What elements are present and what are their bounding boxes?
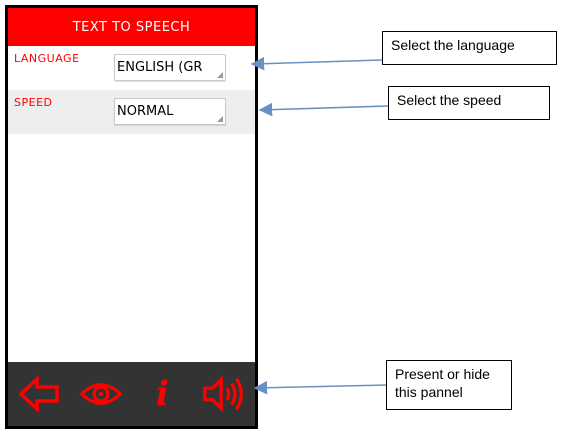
dropdown-corner-icon — [217, 72, 223, 78]
back-arrow-icon[interactable] — [17, 372, 61, 416]
speed-callout-arrow — [258, 102, 389, 117]
language-label: LANGUAGE — [14, 52, 80, 65]
info-icon[interactable]: i — [155, 374, 169, 414]
language-value: ENGLISH (GR — [117, 60, 203, 75]
language-callout-arrow — [250, 56, 383, 71]
speed-value: NORMAL — [117, 104, 174, 119]
panel-callout-text: Present or hide this pannel — [395, 366, 490, 400]
language-callout-text: Select the language — [391, 37, 515, 53]
language-callout: Select the language — [382, 31, 557, 65]
speaker-icon[interactable] — [202, 372, 246, 416]
speed-label: SPEED — [14, 96, 53, 109]
speed-select[interactable]: NORMAL — [114, 98, 226, 125]
eye-icon[interactable] — [79, 372, 123, 416]
speed-row: SPEED NORMAL — [8, 90, 255, 134]
app-title: TEXT TO SPEECH — [72, 19, 191, 35]
speed-callout-text: Select the speed — [397, 92, 502, 108]
panel-callout: Present or hide this pannel — [386, 360, 512, 410]
bottom-toolbar: i — [8, 362, 255, 426]
language-row: LANGUAGE ENGLISH (GR — [8, 46, 255, 90]
speed-callout: Select the speed — [388, 86, 550, 120]
panel-callout-arrow — [253, 380, 387, 395]
dropdown-corner-icon — [217, 116, 223, 122]
language-select[interactable]: ENGLISH (GR — [114, 54, 226, 81]
app-title-bar: TEXT TO SPEECH — [8, 8, 255, 46]
phone-frame: TEXT TO SPEECH LANGUAGE ENGLISH (GR SPEE… — [5, 5, 258, 429]
